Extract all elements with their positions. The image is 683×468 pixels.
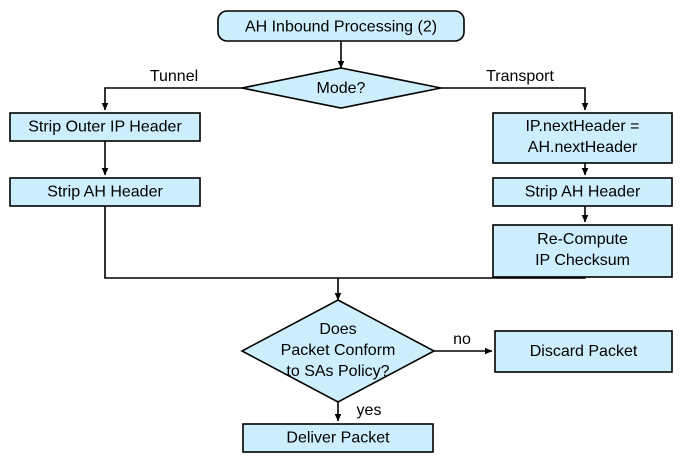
mode-diamond [241, 67, 442, 109]
recompute-checksum-label-line1: Re-Compute [537, 231, 628, 248]
edge-label-yes: yes [357, 402, 382, 419]
edge-label-transport: Transport [486, 68, 554, 85]
start-box [217, 10, 465, 42]
node-strip-ah-header-tunnel[interactable]: Strip AH Header [9, 177, 201, 207]
node-deliver-packet[interactable]: Deliver Packet [242, 423, 434, 453]
node-recompute-checksum[interactable]: Re-Compute IP Checksum [492, 224, 673, 278]
recompute-checksum-label-line2: IP Checksum [535, 252, 630, 269]
mode-label: Mode? [317, 80, 366, 97]
conform-label-line1: Does [319, 321, 356, 338]
strip-ah-header-tunnel-label: Strip AH Header [47, 184, 163, 201]
ip-next-header-label-line2: AH.nextHeader [528, 139, 638, 156]
node-start[interactable]: AH Inbound Processing (2) [217, 10, 465, 42]
conform-diamond [240, 299, 436, 403]
node-conform-decision[interactable]: Does Packet Conform to SAs Policy? [240, 299, 436, 403]
node-mode-decision[interactable]: Mode? [241, 67, 442, 109]
discard-packet-label: Discard Packet [530, 343, 638, 360]
strip-ah-header-tunnel-box [9, 177, 201, 207]
strip-outer-ip-header-box [9, 112, 201, 142]
discard-packet-box [494, 330, 673, 373]
ip-next-header-box [492, 112, 673, 164]
edge-label-tunnel: Tunnel [150, 68, 198, 85]
node-strip-outer-ip-header[interactable]: Strip Outer IP Header [9, 112, 201, 142]
connector-mode-transport [441, 87, 589, 111]
strip-ah-header-transport-label: Strip AH Header [525, 184, 641, 201]
deliver-packet-box [242, 423, 434, 453]
edge-label-no: no [453, 331, 471, 348]
conform-label-line2: Packet Conform [281, 342, 396, 359]
recompute-checksum-box [492, 224, 673, 278]
node-ip-next-header[interactable]: IP.nextHeader = AH.nextHeader [492, 112, 673, 164]
node-discard-packet[interactable]: Discard Packet [494, 330, 673, 373]
strip-ah-header-transport-box [492, 177, 673, 207]
ip-next-header-label-line1: IP.nextHeader = [525, 118, 639, 135]
start-label: AH Inbound Processing (2) [245, 19, 437, 36]
connector-mode-tunnel [101, 87, 242, 111]
conform-label-line3: to SAs Policy? [286, 363, 389, 380]
deliver-packet-label: Deliver Packet [286, 430, 390, 447]
strip-outer-ip-header-label: Strip Outer IP Header [28, 119, 182, 136]
node-strip-ah-header-transport[interactable]: Strip AH Header [492, 177, 673, 207]
